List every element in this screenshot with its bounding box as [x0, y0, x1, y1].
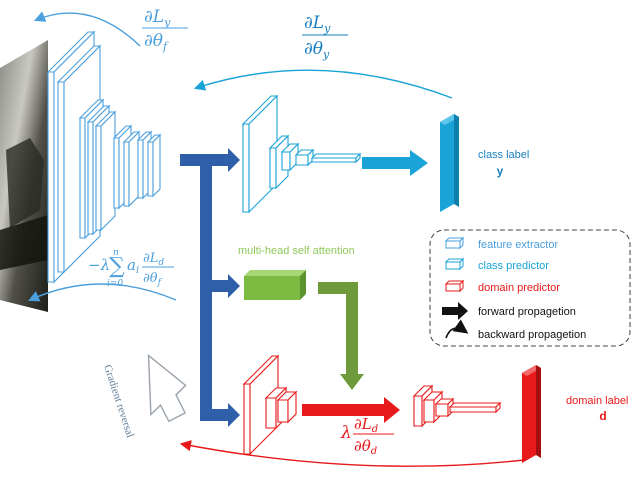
- equation-grad-domain: λ ∂Ld ∂θd: [340, 415, 394, 457]
- feature-layer: [146, 133, 162, 198]
- forward-arrow-domain: [302, 397, 400, 423]
- eq-f-num-var: L: [152, 7, 164, 27]
- eq-c-num-var: L: [312, 13, 324, 33]
- box-outline-icon: [444, 257, 465, 271]
- legend-item-forward: forward propagetion: [442, 302, 576, 320]
- legend-label-domain: domain predictor: [478, 282, 560, 294]
- backward-arrow-feature: [33, 11, 141, 47]
- eq-d-den-var: θ: [362, 437, 371, 455]
- backward-arrow-sum: [27, 283, 177, 302]
- attention-label: multi-head self attention: [238, 245, 355, 257]
- domain-layer: [276, 390, 298, 424]
- eq-d-num-var: L: [361, 415, 372, 433]
- domain-predictor-left: [242, 354, 298, 456]
- svg-text:∂θf: ∂θf: [144, 31, 169, 53]
- forward-arrow-to-attention: [212, 274, 240, 298]
- eq-s-sum: ∑: [109, 254, 125, 279]
- class-label-symbol: y: [497, 164, 504, 178]
- attention-block: [244, 270, 306, 300]
- eq-c-num-sub: y: [323, 22, 331, 35]
- input-image: [0, 40, 48, 312]
- class-layer: [310, 152, 362, 164]
- forward-arrow-attention-domain: [318, 282, 364, 390]
- eq-d-num-d: ∂: [354, 415, 362, 433]
- feature-extractor: [46, 30, 162, 284]
- legend-item-backward: backward propagetion: [445, 319, 586, 341]
- legend-label-class: class predictor: [478, 260, 549, 272]
- backward-arrow-class: [193, 69, 453, 99]
- eq-d-prefix: λ: [340, 423, 352, 443]
- domain-layer: [242, 354, 280, 456]
- arrow-right-icon: [442, 302, 468, 320]
- domain-label-symbol: d: [599, 409, 606, 423]
- gradient-reversal-label: Gradient reversal: [101, 363, 136, 439]
- box-outline-icon: [444, 236, 465, 250]
- eq-s-coef-sub: i: [136, 265, 139, 276]
- eq-s-den-var: θ: [150, 271, 158, 286]
- svg-text:∂θd: ∂θd: [354, 437, 377, 457]
- eq-c-den-var: θ: [313, 39, 323, 59]
- svg-text:∂Ly: ∂Ly: [304, 13, 331, 35]
- gradient-reversal-arrow: [147, 353, 187, 423]
- eq-d-den-sub: d: [371, 446, 377, 457]
- eq-d-den-d: ∂: [354, 437, 362, 455]
- legend-item-class-predictor: class predictor: [444, 257, 549, 272]
- svg-text:∂Ld: ∂Ld: [354, 415, 378, 435]
- feature-layer: [122, 130, 141, 208]
- forward-arrows: [180, 148, 428, 427]
- domain-predictor-right: [412, 384, 502, 428]
- forward-arrow-class: [362, 150, 428, 176]
- legend-label-feature: feature extractor: [478, 239, 558, 251]
- eq-s-upper: n: [113, 248, 119, 258]
- class-predictor: [241, 94, 362, 214]
- eq-f-num-sub: y: [163, 16, 171, 29]
- eq-s-prefix: −λ: [88, 256, 110, 274]
- backward-arrow-domain: [179, 440, 525, 467]
- equation-grad-class: ∂Ly ∂θy: [302, 13, 348, 61]
- legend-item-feature-extractor: feature extractor: [444, 236, 558, 251]
- eq-s-num-d: ∂: [143, 251, 150, 266]
- eq-c-num-d: ∂: [304, 13, 313, 33]
- class-label-bar: [440, 114, 459, 212]
- svg-text:∂Ld: ∂Ld: [143, 251, 164, 268]
- domain-label-text: domain label: [566, 395, 628, 407]
- svg-text:∂θy: ∂θy: [304, 39, 330, 61]
- eq-c-den-sub: y: [322, 48, 330, 61]
- eq-s-num-var: L: [149, 251, 159, 266]
- backward-arrows: [27, 11, 525, 467]
- eq-d-num-sub: d: [372, 424, 378, 435]
- eq-s-den-d: ∂: [143, 271, 150, 286]
- domain-layer: [448, 401, 502, 414]
- legend-label-backward: backward propagetion: [478, 329, 586, 341]
- eq-s-coef: a: [127, 256, 136, 274]
- feature-layer: [94, 110, 117, 232]
- forward-arrow-trunk: [180, 148, 240, 427]
- class-layer: [294, 148, 315, 167]
- eq-f-num-d: ∂: [144, 7, 153, 27]
- equation-grad-sum: −λ ∑ n i=0 ai ∂Ld ∂θf: [88, 248, 174, 289]
- legend-item-domain-predictor: domain predictor: [444, 279, 560, 294]
- eq-f-den-sub: f: [162, 40, 169, 53]
- class-label-text: class label: [478, 149, 529, 161]
- domain-label-bar: [522, 365, 541, 463]
- svg-text:ai: ai: [127, 256, 139, 276]
- legend: feature extractor class predictor domain…: [429, 229, 631, 347]
- eq-f-den-d: ∂: [144, 31, 153, 51]
- eq-c-den-d: ∂: [304, 39, 313, 59]
- svg-text:∂θf: ∂θf: [143, 271, 163, 288]
- legend-label-forward: forward propagetion: [478, 306, 576, 318]
- svg-text:∂Ly: ∂Ly: [144, 7, 171, 29]
- eq-s-num-sub: d: [158, 258, 164, 268]
- eq-s-lower: i=0: [107, 279, 123, 289]
- curved-arrow-icon: [445, 319, 469, 339]
- eq-f-den-var: θ: [153, 31, 163, 51]
- equation-grad-feature: ∂Ly ∂θf: [142, 7, 188, 53]
- box-outline-icon: [444, 279, 465, 293]
- eq-s-den-sub: f: [157, 278, 163, 288]
